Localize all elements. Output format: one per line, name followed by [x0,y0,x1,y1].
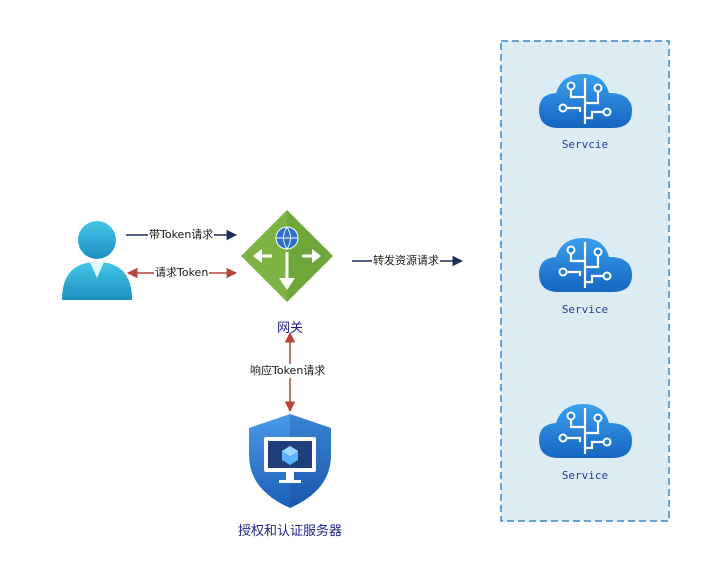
edge-label-forward: 转发资源请求 [372,254,440,268]
cloud-service-icon [539,404,632,458]
user-icon [62,221,132,300]
gateway-label: 网关 [276,321,303,336]
service-label: Service [561,469,609,482]
shield-icon [249,414,331,508]
gateway-icon [241,210,333,302]
edge-label-with-token: 带Token请求 [148,228,215,242]
auth-server-label: 授权和认证服务器 [237,524,342,539]
service-label: Service [561,303,609,316]
edge-label-respond-token: 响应Token请求 [249,364,327,378]
service-label: Servcie [561,138,609,151]
cloud-service-icon [539,74,632,128]
edge-label-request-token: 请求Token [154,266,210,280]
cloud-service-icon [539,238,632,292]
